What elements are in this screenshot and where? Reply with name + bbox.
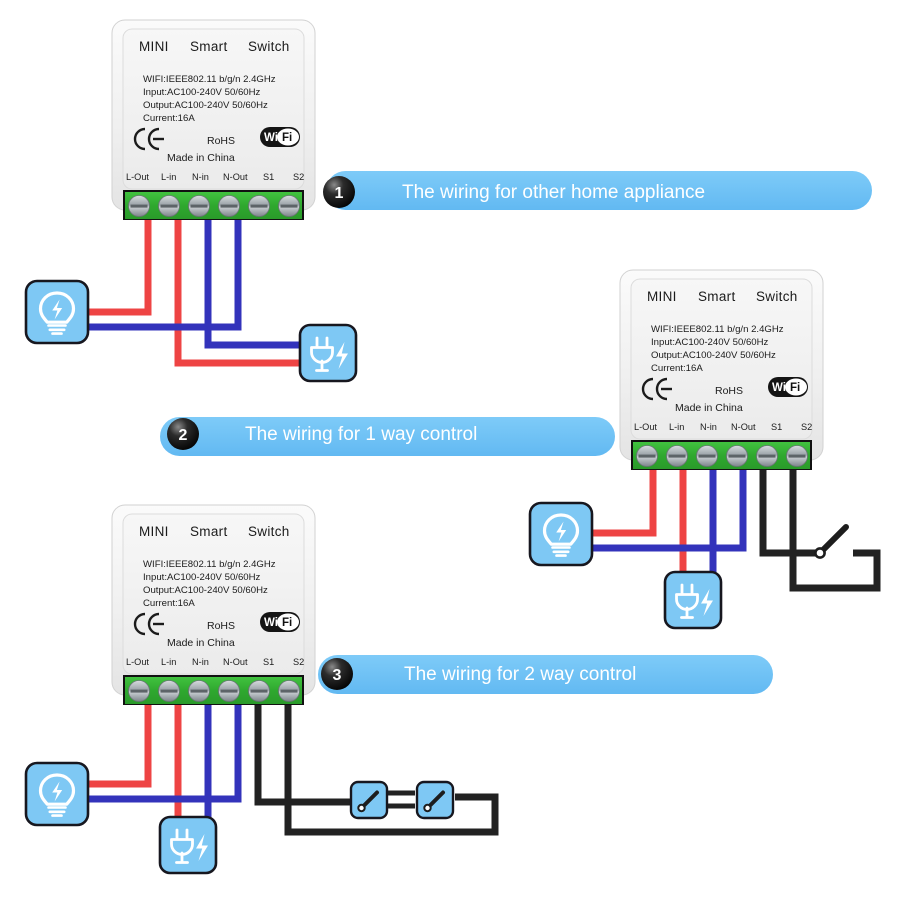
banner-3-label: The wiring for 2 way control <box>404 664 636 685</box>
wire-lout-to-bulb-2 <box>592 455 657 537</box>
banner-3[interactable]: 3 The wiring for 2 way control <box>318 655 773 694</box>
banner-1[interactable]: 1 The wiring for other home appliance <box>323 171 872 210</box>
wire-nout-to-bulb-2 <box>592 455 747 552</box>
section-3-wires <box>88 690 499 836</box>
device-3 <box>110 503 317 707</box>
bulb-icon-3 <box>24 761 90 827</box>
plug-icon-3 <box>158 815 218 875</box>
one-way-switch-symbol[interactable] <box>814 524 849 559</box>
banner-1-number: 1 <box>335 185 344 202</box>
wire-s2-switch-return <box>789 455 881 592</box>
section-2-wires <box>592 455 881 592</box>
wire-s2-to-switch-b <box>284 690 499 836</box>
banner-2[interactable]: 2 The wiring for 1 way control <box>160 417 615 456</box>
plug-icon-1 <box>298 323 358 383</box>
section-1-wires <box>88 205 300 367</box>
banner-2-label: The wiring for 1 way control <box>245 424 477 445</box>
device-2 <box>618 268 825 472</box>
wire-lout-to-bulb <box>88 205 152 316</box>
section-2-group: 2 The wiring for 1 way control <box>160 268 881 630</box>
banner-2-number: 2 <box>179 427 188 444</box>
section-3-group: 3 The wiring for 2 way control <box>24 503 773 875</box>
wire-lin-to-plug <box>174 205 300 367</box>
wire-s1-to-switch-a <box>254 690 350 806</box>
plug-icon-2 <box>663 570 723 630</box>
wire-s1-to-switch <box>759 455 820 557</box>
wire-nout-to-bulb <box>88 205 242 331</box>
bulb-icon-1 <box>24 279 90 345</box>
wire-nout-to-bulb-3 <box>88 690 242 803</box>
banner-1-label: The wiring for other home appliance <box>402 182 705 203</box>
banner-3-number: 3 <box>333 667 342 684</box>
bulb-icon-2 <box>528 501 594 567</box>
wire-nin-to-plug <box>204 205 300 349</box>
device-1 <box>110 18 317 222</box>
two-way-switch-b-icon[interactable] <box>415 780 455 820</box>
wire-lout-to-bulb-3 <box>88 690 152 788</box>
section-1-group: 1 The wiring for other home appliance <box>24 18 872 383</box>
two-way-switch-a-icon[interactable] <box>349 780 389 820</box>
